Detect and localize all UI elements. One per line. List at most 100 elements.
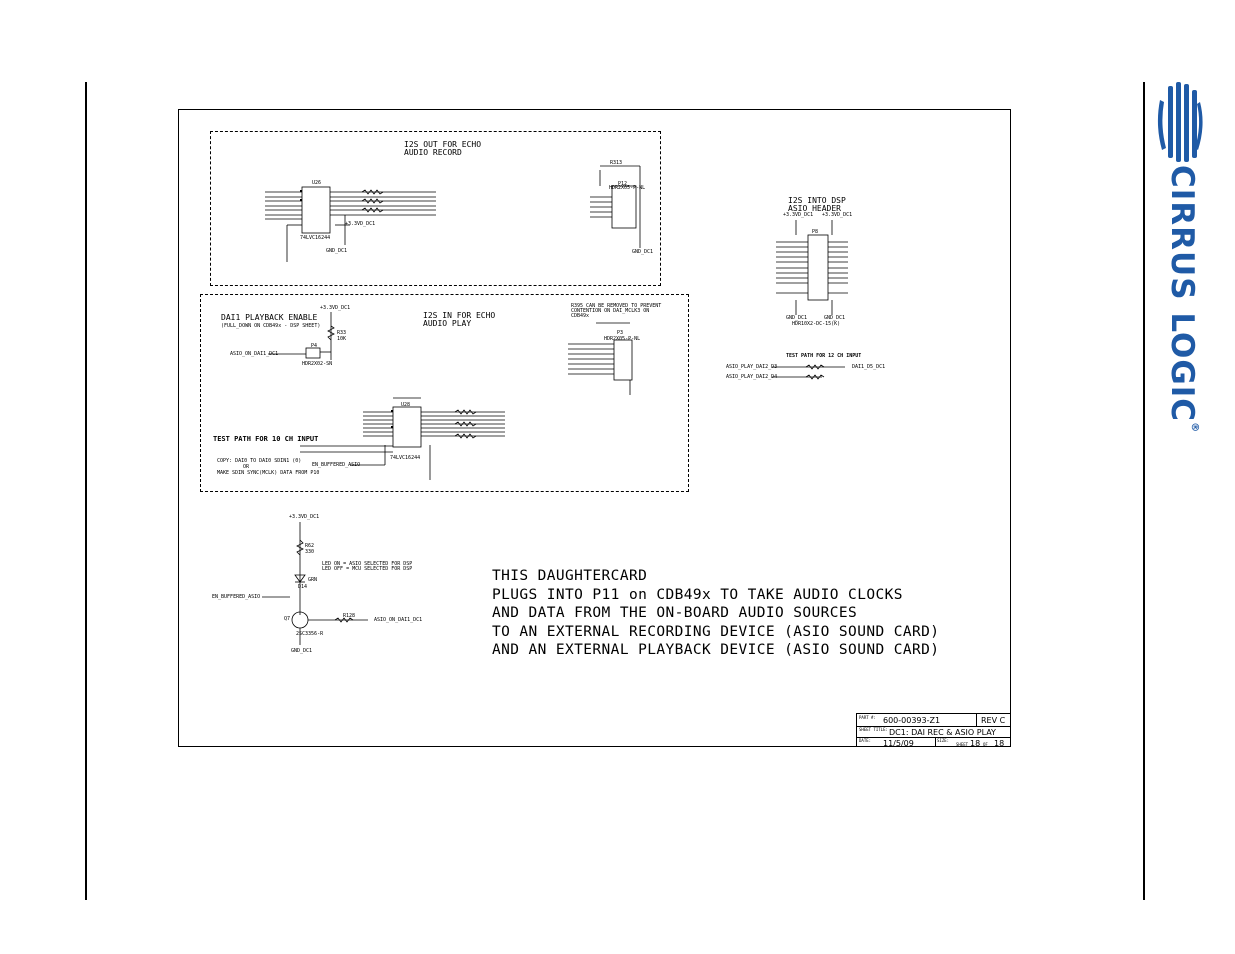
led-color-label: GRN [308, 577, 318, 583]
u28-ic-body [392, 406, 422, 448]
u26-power-label: +3.3VD_DC1 [345, 221, 376, 227]
led-note-2: LED OFF = MCU SELECTED FOR DSP [322, 566, 413, 572]
dai1-title: DAI1 PLAYBACK ENABLE [221, 313, 318, 322]
sheet-total: 18 [994, 739, 1005, 748]
i2s-out-title: I2S OUT FOR ECHO [404, 140, 482, 149]
led-note-1: LED ON = ASIO SELECTED FOR DSP [322, 561, 413, 567]
u26-output-wires [330, 191, 436, 216]
p3-label: P3 [617, 330, 624, 336]
note-line-3: AND DATA FROM THE ON-BOARD AUDIO SOURCES [492, 605, 858, 621]
r33-label: R33 [337, 330, 347, 336]
p4-part-label: HDR2X02-SN [302, 361, 333, 367]
u26-part-label: 74LVC16244 [300, 235, 331, 241]
p8-part-label: HDR10X2-DC-15(K) [792, 321, 841, 327]
p12-label: P12 [618, 181, 628, 187]
test-path-10ch-label: TEST PATH FOR 10 CH INPUT [213, 435, 319, 443]
right-border-line [1143, 82, 1145, 900]
test-path-net-2: ASIO_PLAY_DAI2_D4 [726, 374, 778, 380]
u28-output-wires [421, 411, 505, 437]
p3-part-label: HDR2X05-P-NL [604, 336, 641, 342]
u28-label: U28 [401, 402, 411, 408]
copy-note-1: COPY: DAI0 TO DAI0 SDIN1 (0) [217, 458, 302, 464]
asio-title: I2S INTO DSP [788, 196, 846, 205]
led-net-out-label: ASIO_ON_DAI1_DC1 [374, 617, 423, 623]
i2s-in-note-2: CONTENTION ON DAI_MCLK3 ON [571, 308, 650, 314]
pin-number-marks [300, 190, 393, 428]
left-border-line [85, 82, 87, 900]
r62-value: 330 [305, 549, 315, 555]
p8-right-wires [828, 241, 848, 294]
i2s-out-subtitle: AUDIO RECORD [404, 148, 462, 157]
i2s-in-subtitle: AUDIO PLAY [423, 319, 472, 328]
r313-label: R313 [610, 160, 623, 166]
cirrus-logic-logo-icon [1157, 82, 1203, 162]
u28-part-label: 74LVC16244 [390, 455, 421, 461]
note-line-1: THIS DAUGHTERCARD [492, 568, 648, 584]
i2s-in-note-3: CDB49x [571, 313, 590, 319]
i2s-in-section-box [200, 294, 689, 492]
sheet-title-label: SHEET TITLE: [859, 727, 888, 732]
u26-resistor-bank [361, 189, 384, 195]
asio-gnd-right: GND_DC1 [824, 315, 846, 321]
brand-name: CIRRUS LOGIC [1164, 165, 1200, 423]
cirrus-logic-wordmark: CIRRUS LOGIC® [1164, 165, 1200, 433]
p3-wires [568, 343, 614, 375]
d14-label: D14 [298, 584, 308, 590]
q7-label: Q7 [284, 616, 291, 622]
u26-gnd-label: GND_DC1 [326, 248, 348, 254]
note-line-4: TO AN EXTERNAL RECORDING DEVICE (ASIO SO… [492, 623, 940, 640]
asio-power-right: +3.3VD_DC1 [822, 212, 853, 218]
date-value: 11/5/09 [883, 739, 914, 748]
asio-subtitle: ASIO HEADER [788, 204, 841, 213]
u26-ic-body [301, 186, 331, 234]
asio-power-left: +3.3VD_DC1 [783, 212, 814, 218]
registered-mark: ® [1189, 422, 1200, 434]
p8-header-body [807, 234, 829, 301]
of-label: OF [983, 742, 988, 747]
test-path-output: DAI1_D5_DC1 [852, 364, 886, 370]
u28-input-wires [363, 411, 393, 437]
daughtercard-note: THIS DAUGHTERCARD PLUGS INTO P11 on CDB4… [492, 567, 939, 660]
sheet-number: 18 [970, 739, 981, 748]
led-net-in-label: EN_BUFFERED_ASIO [212, 594, 261, 600]
dai1-power-label: +3.3VD_DC1 [320, 305, 351, 311]
r33-value: 10K [337, 336, 347, 342]
asio-gnd-left: GND_DC1 [786, 315, 808, 321]
p3-header-body [613, 339, 633, 381]
sheet-label: SHEET [956, 742, 969, 747]
i2s-out-section-box [210, 131, 661, 286]
note-line-5: AND AN EXTERNAL PLAYBACK DEVICE (ASIO SO… [492, 642, 940, 658]
led-gnd-label: GND_DC1 [291, 648, 313, 654]
copy-note-2: OR [243, 464, 250, 470]
p12-gnd-label: GND_DC1 [632, 249, 654, 255]
r62-label: R62 [305, 543, 315, 549]
u26-input-wires [265, 191, 302, 220]
r128-label: R128 [343, 613, 356, 619]
p4-label: P4 [311, 343, 318, 349]
note-line-2: PLUGS INTO P11 on CDB49x TO TAKE AUDIO C… [492, 586, 903, 603]
copy-note-3: MAKE SDIN SYNC(MCLK) DATA FROM P10 [217, 470, 320, 476]
test-path-12ch-label: TEST PATH FOR 12 CH INPUT [786, 353, 862, 359]
sheet-title: DC1: DAI REC & ASIO PLAY [889, 728, 996, 737]
part-label: PART #: [859, 715, 876, 720]
part-number: 600-00393-Z1 [883, 716, 941, 725]
revision: REV C [981, 716, 1006, 725]
i2s-in-title: I2S IN FOR ECHO [423, 311, 496, 320]
p12-header-body [611, 185, 637, 229]
title-block: PART #: 600-00393-Z1 REV C SHEET TITLE: … [856, 713, 1011, 748]
q7-part-label: 2SC3356-R [296, 631, 324, 637]
p12-part-label: HDR2X05-P-NL [609, 185, 646, 191]
date-label: DATE: [859, 738, 872, 743]
p12-wires [590, 196, 612, 218]
led-power-label: +3.3VD_DC1 [289, 514, 320, 520]
dai1-note: (FULL_DOWN ON CDB49x - DSP SHEET) [221, 323, 321, 329]
p4-header-body [305, 347, 321, 359]
u26-label: U26 [312, 180, 322, 186]
schematic-sheet [178, 109, 1011, 747]
size-label: SIZE: [937, 738, 950, 743]
p8-left-wires [776, 241, 808, 294]
i2s-in-note-1: R395 CAN BE REMOVED TO PREVENT [571, 303, 662, 309]
test-path-net-1: ASIO_PLAY_DAI2_D3 [726, 364, 778, 370]
dai1-net-label: ASIO_ON_DAI1_DC1 [230, 351, 279, 357]
